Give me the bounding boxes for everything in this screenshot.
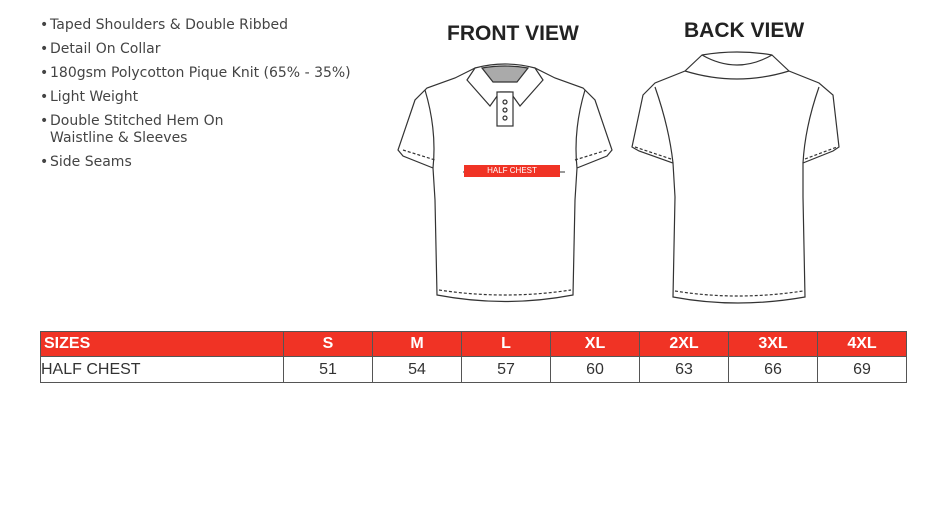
size-chart-table: SIZES S M L XL 2XL 3XL 4XL HALF CHEST 51… <box>40 331 907 383</box>
feature-item: Light Weight <box>40 89 351 106</box>
feature-item: Double Stitched Hem On Waistline & Sleev… <box>40 113 351 147</box>
header-cell: XL <box>550 331 640 357</box>
table-cell: 69 <box>817 356 907 383</box>
header-cell: L <box>461 331 551 357</box>
half-chest-label: HALF CHEST <box>464 165 560 177</box>
row-label: HALF CHEST <box>40 356 284 383</box>
back-shirt-illustration <box>631 51 840 304</box>
table-cell: 63 <box>639 356 729 383</box>
back-view-title: BACK VIEW <box>684 19 805 42</box>
table-cell: 51 <box>283 356 373 383</box>
header-cell: 4XL <box>817 331 907 357</box>
table-header-row: SIZES S M L XL 2XL 3XL 4XL <box>40 331 907 357</box>
header-cell: 2XL <box>639 331 729 357</box>
table-cell: 57 <box>461 356 551 383</box>
table-row: HALF CHEST 51 54 57 60 63 66 69 <box>40 356 907 383</box>
front-shirt-illustration <box>397 63 613 303</box>
header-cell: S <box>283 331 373 357</box>
header-cell: M <box>372 331 462 357</box>
feature-item: Side Seams <box>40 154 351 171</box>
feature-item: Taped Shoulders & Double Ribbed <box>40 17 351 34</box>
feature-list: Taped Shoulders & Double Ribbed Detail O… <box>40 17 351 178</box>
table-cell: 60 <box>550 356 640 383</box>
header-cell: 3XL <box>728 331 818 357</box>
front-view-title: FRONT VIEW <box>447 22 579 45</box>
table-cell: 54 <box>372 356 462 383</box>
feature-item: Detail On Collar <box>40 41 351 58</box>
header-cell: SIZES <box>40 331 284 357</box>
feature-item: 180gsm Polycotton Pique Knit (65% - 35%) <box>40 65 351 82</box>
table-cell: 66 <box>728 356 818 383</box>
